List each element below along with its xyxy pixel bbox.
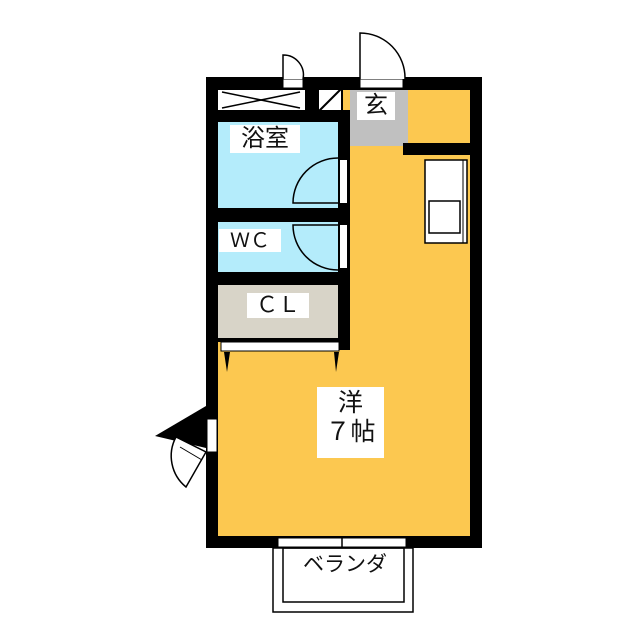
walls (206, 77, 482, 548)
entrance-door[interactable] (359, 32, 406, 80)
wc-label: ＷＣ (219, 229, 281, 252)
closet-label: ＣＬ (247, 293, 309, 319)
western-room-label: 洋 ７帖 (317, 387, 384, 458)
room-size: ７帖 (325, 416, 376, 446)
bath-door[interactable] (292, 157, 339, 204)
balcony-label: ベランダ (303, 552, 387, 576)
sink-icon (428, 200, 461, 234)
side-door[interactable] (170, 436, 208, 489)
entrance-label: 玄 (357, 91, 395, 120)
room-type: 洋 (337, 388, 363, 417)
storage-door[interactable] (282, 54, 305, 80)
bath-label: 浴室 (230, 124, 300, 153)
wc-door[interactable] (292, 224, 339, 271)
